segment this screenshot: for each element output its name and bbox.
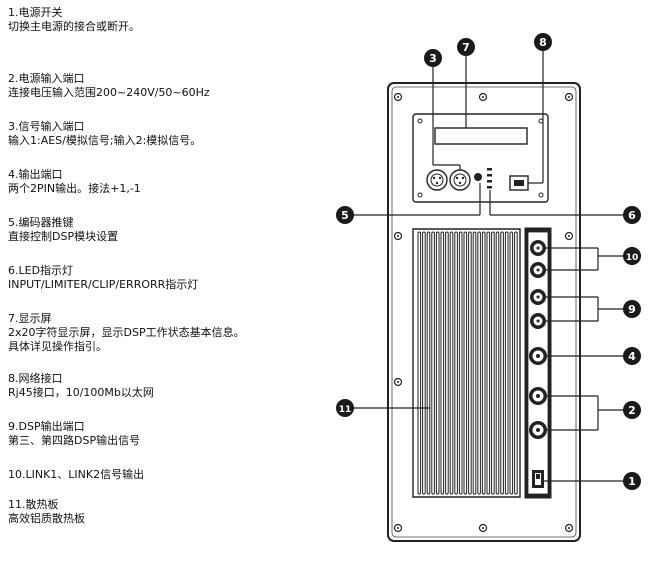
lcd-display xyxy=(434,127,528,145)
legend-item-2: 2.电源输入端口 连接电压输入范围200~240V/50~60Hz xyxy=(8,72,210,100)
heatsink-fin xyxy=(477,231,481,495)
legend-title: 4.输出端口 xyxy=(8,168,63,181)
xlr-dsp-out-3 xyxy=(530,289,546,305)
callouts: 3 7 8 5 6 10 9 4 xyxy=(336,33,641,490)
callout-1: 1 xyxy=(623,472,641,490)
legend-title: 3.信号输入端口 xyxy=(8,120,85,133)
heatsink-fin xyxy=(468,231,472,495)
heatsink-fin xyxy=(422,231,426,495)
screw-icon xyxy=(393,92,574,533)
heatsink xyxy=(412,228,521,498)
legend-title: 1.电源开关 xyxy=(8,6,63,19)
legend-desc-2: 具体详见操作指引。 xyxy=(8,340,107,353)
xlr-link-2 xyxy=(530,262,546,278)
legend-item-7: 7.显示屏 2x20字符显示屏，显示DSP工作状态基本信息。 具体详见操作指引。 xyxy=(8,312,245,354)
powercon-in xyxy=(529,387,547,405)
legend-title: 5.编码器推键 xyxy=(8,216,74,229)
callout-10: 10 xyxy=(623,247,641,265)
legend-item-10: 10.LINK1、LINK2信号输出 xyxy=(8,468,144,482)
legend-item-8: 8.网络接口 Rj45接口，10/100Mb以太网 xyxy=(8,372,154,400)
heatsink-fin xyxy=(481,231,486,495)
powercon-out xyxy=(529,421,547,439)
legend-title: 6.LED指示灯 xyxy=(8,264,74,277)
heatsink-fin xyxy=(509,231,514,495)
heatsink-fin xyxy=(435,231,440,495)
callout-label: 11 xyxy=(339,405,352,415)
heatsink-fin xyxy=(454,231,458,495)
xlr-dsp-out-4 xyxy=(530,313,546,329)
legend-title: 9.DSP输出端口 xyxy=(8,420,85,433)
heatsink-fin xyxy=(463,231,468,495)
callout-2: 2 xyxy=(623,401,641,419)
heatsink-fin xyxy=(417,231,422,495)
legend-title: 8.网络接口 xyxy=(8,372,63,385)
heatsink-fin xyxy=(514,231,518,495)
heatsink-fin xyxy=(491,231,495,495)
callout-label: 8 xyxy=(539,36,547,49)
connector-strip xyxy=(524,227,552,499)
legend-item-6: 6.LED指示灯 INPUT/LIMITER/CLIP/ERRORR指示灯 xyxy=(8,264,198,292)
heatsink-fin xyxy=(440,231,445,495)
heatsink-fin xyxy=(431,231,435,495)
heatsink-fin xyxy=(495,231,500,495)
speakon-output xyxy=(529,347,547,365)
legend-desc: 两个2PIN输出。接法+1,-1 xyxy=(8,182,141,195)
callout-label: 5 xyxy=(341,209,349,222)
heatsink-fin xyxy=(472,231,477,495)
legend-item-5: 5.编码器推键 直接控制DSP模块设置 xyxy=(8,216,118,244)
dsp-module xyxy=(412,113,549,203)
heatsink-fin xyxy=(445,231,449,495)
legend-item-11: 11.散热板 高效铝质散热板 xyxy=(8,498,85,526)
callout-label: 6 xyxy=(628,209,636,222)
callout-4: 4 xyxy=(623,347,641,365)
callout-8: 8 xyxy=(534,33,552,51)
heatsink-fin xyxy=(486,231,491,495)
heatsink-fin xyxy=(458,231,463,495)
heatsink-fin xyxy=(449,231,454,495)
legend-desc: 第三、第四路DSP输出信号 xyxy=(8,434,141,447)
callout-label: 10 xyxy=(626,253,639,263)
callout-label: 7 xyxy=(462,41,470,54)
rj45-port xyxy=(509,175,529,191)
encoder-knob xyxy=(474,173,482,181)
legend-item-3: 3.信号输入端口 输入1:AES/模拟信号;输入2:模拟信号。 xyxy=(8,120,201,148)
legend-item-9: 9.DSP输出端口 第三、第四路DSP输出信号 xyxy=(8,420,140,448)
legend-title: 7.显示屏 xyxy=(8,312,52,325)
callout-label: 3 xyxy=(429,52,437,65)
xlr-input-1 xyxy=(426,169,448,191)
xlr-link-1 xyxy=(530,240,546,256)
heatsink-fin xyxy=(504,231,509,495)
callout-7: 7 xyxy=(457,38,475,56)
legend-item-1: 1.电源开关 切换主电源的接合或断开。 xyxy=(8,6,140,34)
legend-title: 11.散热板 xyxy=(8,498,59,511)
xlr-input-2 xyxy=(449,169,471,191)
callout-6: 6 xyxy=(623,206,641,224)
legend-item-4: 4.输出端口 两个2PIN输出。接法+1,-1 xyxy=(8,168,141,196)
legend-desc: 输入1:AES/模拟信号;输入2:模拟信号。 xyxy=(8,134,202,147)
leader-lines xyxy=(352,49,625,482)
callout-label: 4 xyxy=(628,350,636,363)
legend-title: 2.电源输入端口 xyxy=(8,72,85,85)
legend-title: 10.LINK1、LINK2信号输出 xyxy=(8,468,145,481)
legend-desc: Rj45接口，10/100Mb以太网 xyxy=(8,386,154,399)
callout-label: 1 xyxy=(628,475,636,488)
legend-desc: 高效铝质散热板 xyxy=(8,512,85,525)
legend-desc: 连接电压输入范围200~240V/50~60Hz xyxy=(8,86,210,99)
power-switch xyxy=(532,470,544,488)
legend-desc: 2x20字符显示屏，显示DSP工作状态基本信息。 xyxy=(8,326,245,339)
callout-5: 5 xyxy=(336,206,354,224)
legend-desc: INPUT/LIMITER/CLIP/ERRORR指示灯 xyxy=(8,278,199,291)
callout-label: 9 xyxy=(628,303,636,316)
heatsink-fin xyxy=(426,231,431,495)
legend-desc: 直接控制DSP模块设置 xyxy=(8,230,119,243)
callout-9: 9 xyxy=(623,300,641,318)
callout-11: 11 xyxy=(336,399,354,417)
legend-desc: 切换主电源的接合或断开。 xyxy=(8,20,140,33)
heatsink-fin xyxy=(500,231,504,495)
callout-3: 3 xyxy=(424,49,442,67)
led-indicators xyxy=(487,168,492,189)
callout-label: 2 xyxy=(628,404,636,417)
